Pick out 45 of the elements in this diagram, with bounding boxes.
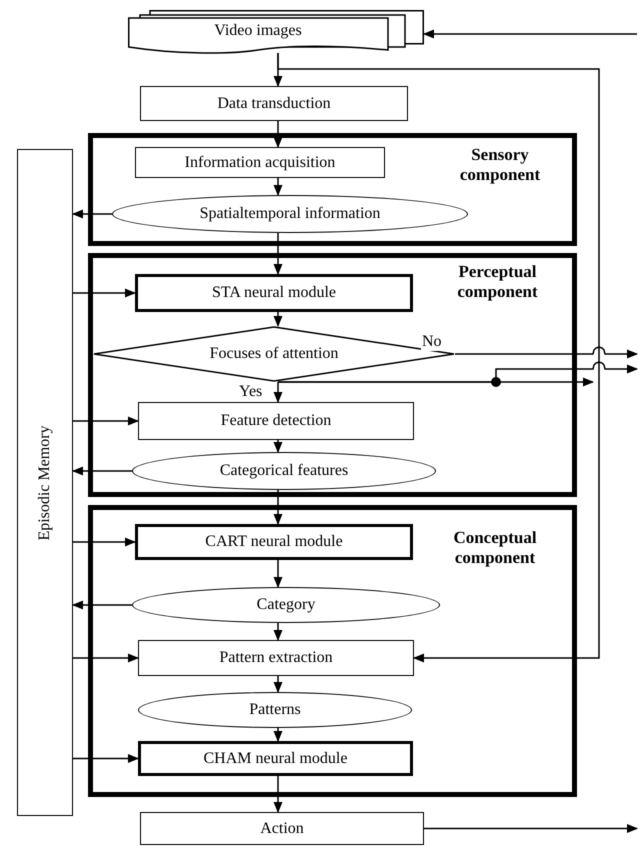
edge-label: No	[421, 333, 443, 351]
data-ellipse: Spatialtemporal information	[112, 195, 468, 233]
arrow	[274, 623, 282, 641]
process-box: Feature detection	[138, 402, 414, 440]
module-box: STA neural module	[135, 274, 413, 312]
arrow	[72, 600, 132, 610]
arrow	[274, 776, 282, 813]
module-box: CART neural module	[135, 524, 413, 560]
process-box: Data transduction	[140, 86, 408, 121]
arrow	[274, 490, 282, 525]
data-ellipse: Categorical features	[132, 452, 436, 490]
arrow	[274, 560, 282, 588]
arrow	[73, 538, 136, 546]
panel-heading: Perceptual component	[456, 262, 539, 302]
arrow	[278, 361, 638, 383]
arrow	[72, 210, 112, 218]
module-box: CHAM neural module	[138, 741, 413, 776]
memory-box: Episodic Memory	[17, 149, 73, 816]
arrow	[73, 416, 139, 426]
panel-heading: Sensory component	[458, 145, 542, 185]
arrow	[274, 728, 282, 742]
arrow	[73, 288, 136, 298]
arrow	[274, 178, 282, 196]
data-ellipse: Category	[132, 587, 440, 623]
arrow	[274, 676, 282, 693]
arrow	[274, 121, 282, 148]
arrow	[424, 824, 638, 833]
arrow	[73, 754, 139, 763]
arrow	[72, 466, 132, 476]
panel-heading: Conceptual component	[452, 528, 538, 568]
process-box: Information acquisition	[135, 147, 385, 178]
arrow	[274, 312, 282, 327]
process-box: Pattern extraction	[138, 640, 414, 676]
component-panel	[88, 253, 577, 497]
arrow	[455, 346, 638, 358]
component-panel	[88, 133, 577, 246]
arrow	[274, 382, 282, 403]
arrow	[274, 233, 282, 275]
component-panel	[88, 505, 577, 797]
arrow	[274, 440, 282, 453]
arrow	[277, 53, 600, 662]
arrow	[423, 30, 637, 38]
arrow	[73, 654, 139, 662]
process-box: Action	[140, 812, 424, 845]
data-ellipse: Patterns	[138, 692, 412, 728]
